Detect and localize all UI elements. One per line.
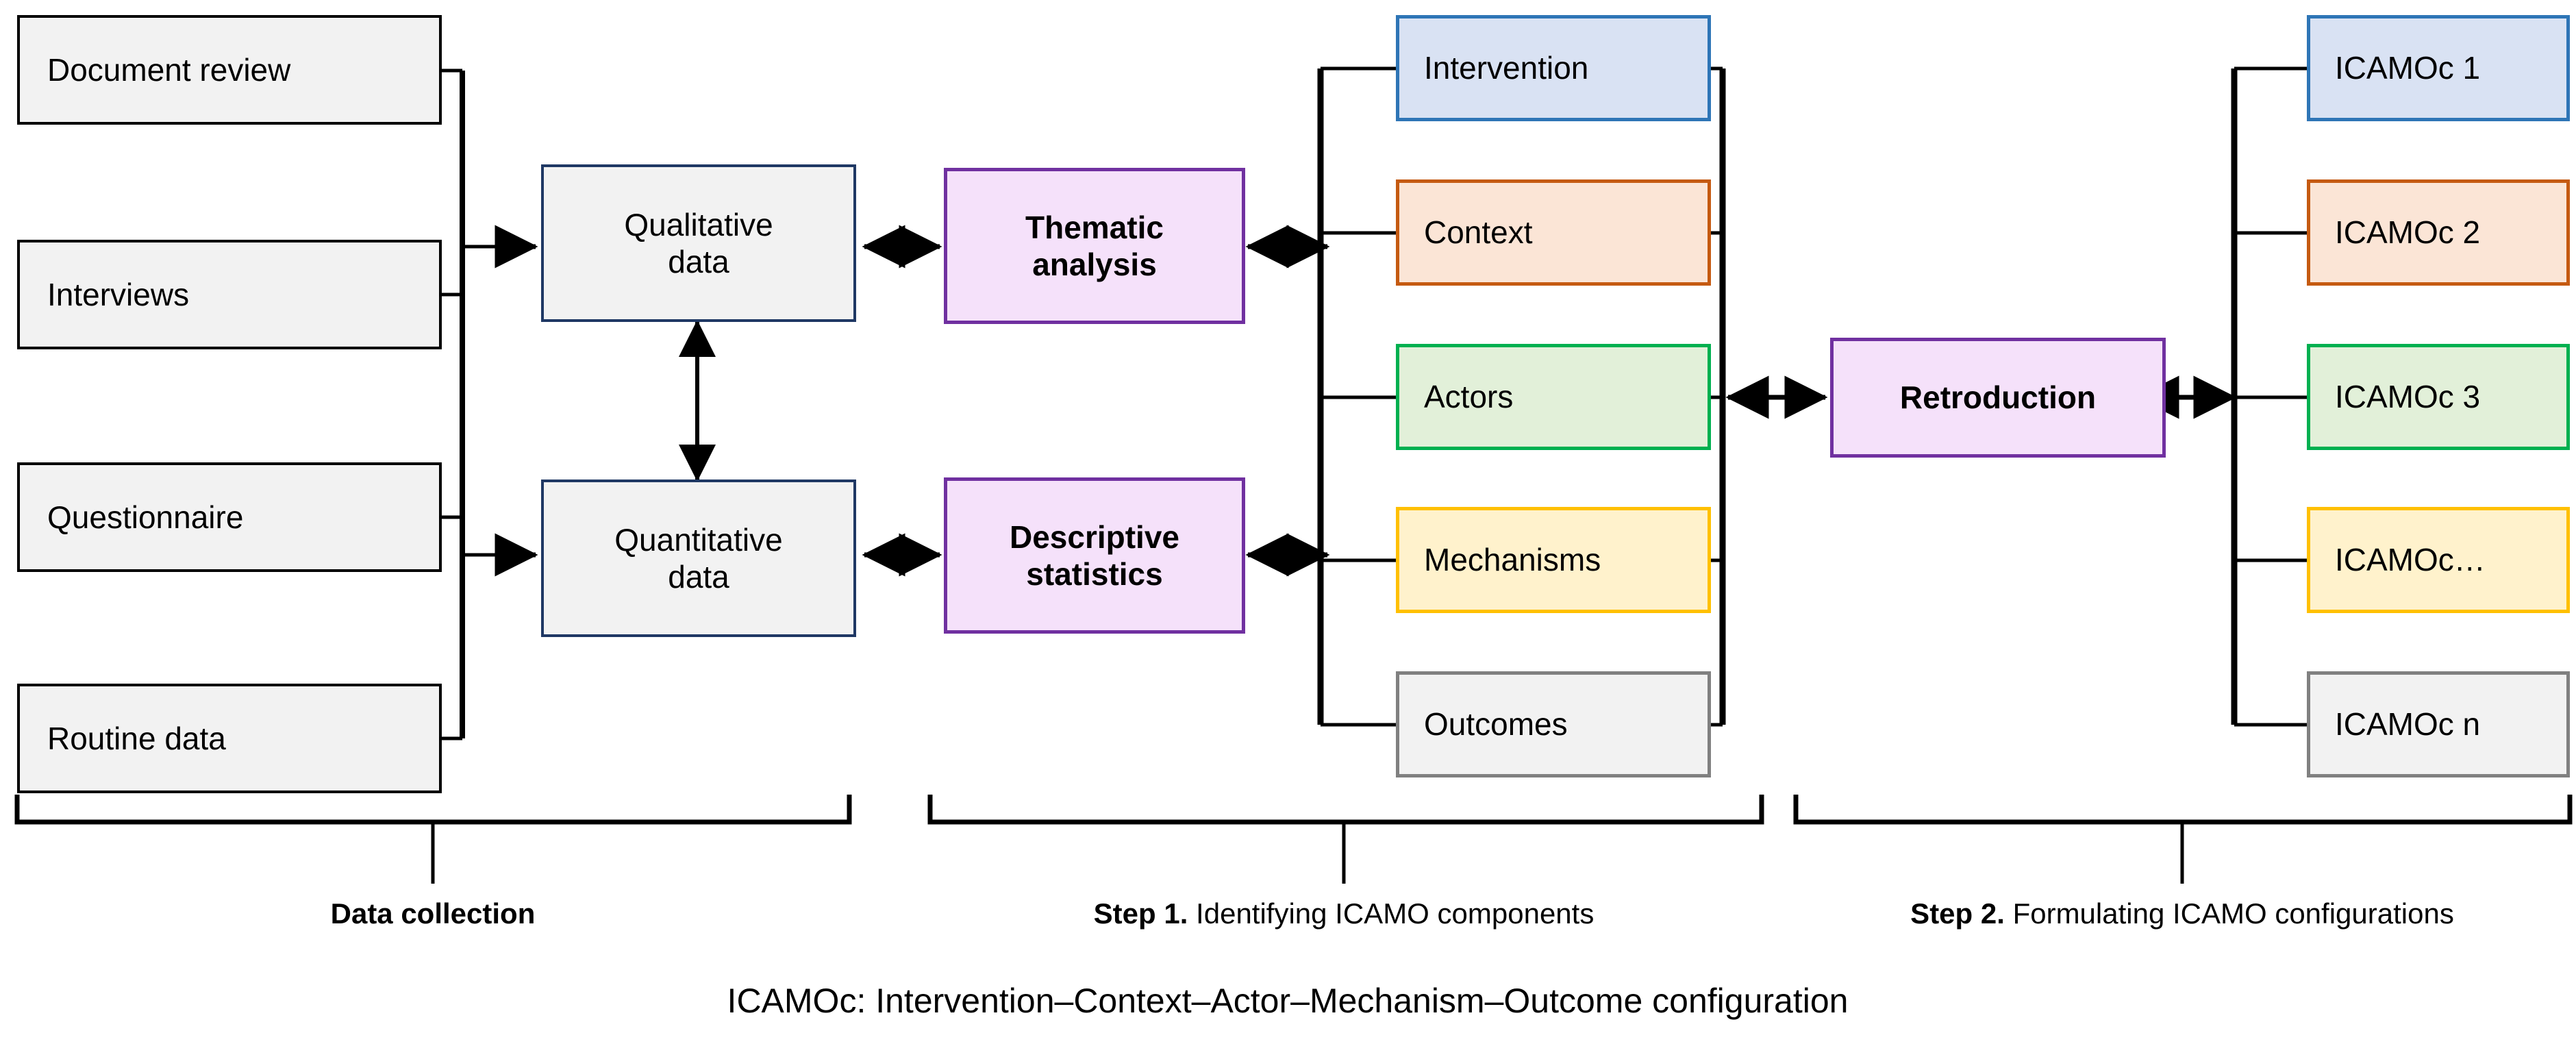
icamo-component-label: Intervention [1424, 50, 1589, 86]
data-type-label-line2: data [668, 244, 729, 279]
source-box-document-review[interactable]: Document review [17, 15, 442, 125]
icamo-component-intervention[interactable]: Intervention [1396, 15, 1711, 121]
icamo-component-actors[interactable]: Actors [1396, 344, 1711, 450]
data-type-label-line1: Quantitative [614, 521, 783, 558]
icamo-component-mechanisms[interactable]: Mechanisms [1396, 507, 1711, 613]
synthesis-box-retroduction[interactable]: Retroduction [1830, 338, 2166, 458]
phase-label-step-1: Step 1. Identifying ICAMO components [1094, 897, 1595, 930]
data-type-label-line1: Qualitative [624, 206, 773, 242]
icamo-component-outcomes[interactable]: Outcomes [1396, 671, 1711, 777]
source-box-questionnaire[interactable]: Questionnaire [17, 462, 442, 572]
phase-label-bold: Data collection [330, 897, 536, 930]
source-label: Document review [47, 51, 291, 88]
icamo-configuration-1[interactable]: ICAMOc 1 [2307, 15, 2570, 121]
phase-label-rest: Formulating ICAMO configurations [2004, 897, 2454, 930]
analysis-label-line1: Descriptive [1009, 519, 1179, 555]
icamo-component-label: Actors [1424, 379, 1514, 415]
icamo-configuration-label: ICAMOc… [2335, 542, 2486, 578]
icamo-configuration-2[interactable]: ICAMOc 2 [2307, 179, 2570, 286]
phase-label-data-collection: Data collection [331, 897, 536, 930]
data-type-box-qualitative[interactable]: Qualitative data [541, 164, 856, 322]
phase-label-rest: Identifying ICAMO components [1188, 897, 1595, 930]
data-type-label-line2: data [668, 559, 729, 595]
source-label: Routine data [47, 720, 226, 756]
icamo-component-label: Context [1424, 214, 1533, 251]
icamo-configuration-n[interactable]: ICAMOc n [2307, 671, 2570, 777]
source-box-interviews[interactable]: Interviews [17, 240, 442, 349]
diagram-caption: ICAMOc: Intervention–Context–Actor–Mecha… [727, 982, 1849, 1020]
icamo-configuration-3[interactable]: ICAMOc 3 [2307, 344, 2570, 450]
icamo-configuration-label: ICAMOc 1 [2335, 50, 2481, 86]
analysis-label-line2: analysis [1032, 247, 1157, 282]
analysis-box-descriptive-statistics[interactable]: Descriptive statistics [944, 477, 1245, 634]
phase-label-bold: Step 2. [1910, 897, 2005, 930]
analysis-label-line2: statistics [1026, 556, 1163, 592]
source-box-routine-data[interactable]: Routine data [17, 684, 442, 793]
synthesis-label: Retroduction [1899, 379, 2097, 416]
icamo-configuration-ellipsis[interactable]: ICAMOc… [2307, 507, 2570, 613]
source-label: Questionnaire [47, 499, 244, 535]
phase-label-step-2: Step 2. Formulating ICAMO configurations [1910, 897, 2454, 930]
source-label: Interviews [47, 276, 190, 312]
data-type-box-quantitative[interactable]: Quantitative data [541, 480, 856, 637]
analysis-box-thematic-analysis[interactable]: Thematic analysis [944, 168, 1245, 324]
icamo-configuration-label: ICAMOc 2 [2335, 214, 2481, 251]
icamo-component-context[interactable]: Context [1396, 179, 1711, 286]
icamo-component-label: Outcomes [1424, 706, 1568, 743]
icamo-configuration-label: ICAMOc n [2335, 706, 2481, 743]
analysis-label-line1: Thematic [1025, 209, 1164, 245]
icamo-component-label: Mechanisms [1424, 542, 1601, 578]
icamo-configuration-label: ICAMOc 3 [2335, 379, 2481, 415]
phase-label-bold: Step 1. [1093, 897, 1188, 930]
